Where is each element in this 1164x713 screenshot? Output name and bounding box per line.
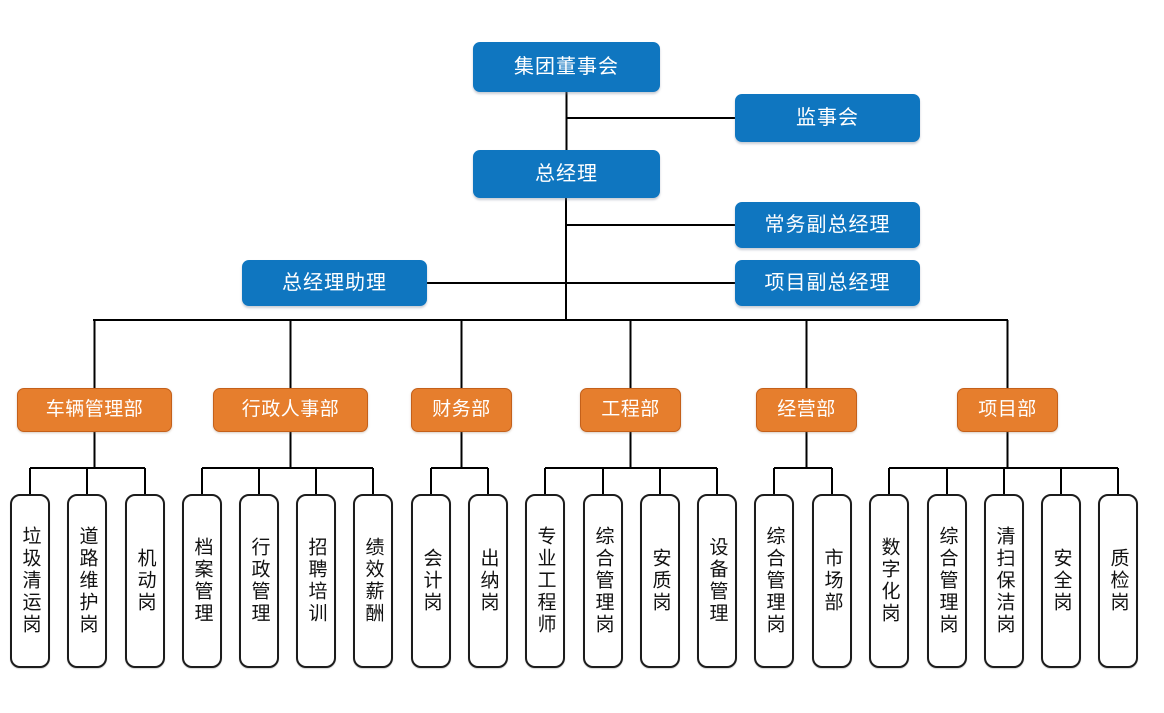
- node-position-operations-0[interactable]: 综合管理岗: [754, 494, 794, 668]
- node-position-admin-hr-1[interactable]: 行政管理: [239, 494, 279, 668]
- node-label: 行政管理: [248, 537, 270, 625]
- node-department-vehicle-management[interactable]: 车辆管理部: [17, 388, 172, 432]
- node-label: 综合管理岗: [936, 526, 958, 636]
- node-position-vehicle-management-1[interactable]: 道路维护岗: [67, 494, 107, 668]
- node-position-project-3[interactable]: 安全岗: [1041, 494, 1081, 668]
- node-label: 绩效薪酬: [362, 537, 384, 625]
- node-label: 机动岗: [134, 548, 156, 614]
- node-position-admin-hr-2[interactable]: 招聘培训: [296, 494, 336, 668]
- node-project-vice-president[interactable]: 项目副总经理: [735, 260, 920, 306]
- node-label: 车辆管理部: [45, 399, 144, 421]
- node-department-finance[interactable]: 财务部: [411, 388, 512, 432]
- node-department-engineering[interactable]: 工程部: [580, 388, 681, 432]
- node-label: 工程部: [601, 399, 660, 421]
- node-position-vehicle-management-2[interactable]: 机动岗: [125, 494, 165, 668]
- node-label: 数字化岗: [878, 537, 900, 625]
- node-label: 质检岗: [1107, 548, 1129, 614]
- node-department-admin-hr[interactable]: 行政人事部: [213, 388, 368, 432]
- node-position-project-0[interactable]: 数字化岗: [869, 494, 909, 668]
- node-label: 经营部: [777, 399, 836, 421]
- node-gm-assistant[interactable]: 总经理助理: [242, 260, 427, 306]
- node-position-project-1[interactable]: 综合管理岗: [927, 494, 967, 668]
- node-executive-vice-president[interactable]: 常务副总经理: [735, 202, 920, 248]
- node-supervisory-board[interactable]: 监事会: [735, 94, 920, 142]
- node-label: 会计岗: [420, 548, 442, 614]
- node-position-project-4[interactable]: 质检岗: [1098, 494, 1138, 668]
- node-label: 专业工程师: [534, 526, 556, 636]
- node-label: 集团董事会: [514, 55, 619, 78]
- node-label: 出纳岗: [477, 548, 499, 614]
- node-label: 总经理: [535, 162, 598, 185]
- node-label: 安全岗: [1050, 548, 1072, 614]
- node-position-vehicle-management-0[interactable]: 垃圾清运岗: [10, 494, 50, 668]
- node-position-finance-1[interactable]: 出纳岗: [468, 494, 508, 668]
- node-position-engineering-0[interactable]: 专业工程师: [525, 494, 565, 668]
- node-position-admin-hr-0[interactable]: 档案管理: [182, 494, 222, 668]
- node-label: 设备管理: [706, 537, 728, 625]
- node-label: 档案管理: [191, 537, 213, 625]
- node-label: 财务部: [432, 399, 491, 421]
- node-position-engineering-3[interactable]: 设备管理: [697, 494, 737, 668]
- node-position-engineering-2[interactable]: 安质岗: [640, 494, 680, 668]
- node-label: 总经理助理: [282, 271, 387, 294]
- node-label: 招聘培训: [305, 537, 327, 625]
- node-label: 安质岗: [649, 548, 671, 614]
- node-department-project[interactable]: 项目部: [957, 388, 1058, 432]
- node-position-admin-hr-3[interactable]: 绩效薪酬: [353, 494, 393, 668]
- node-label: 道路维护岗: [76, 526, 98, 636]
- node-label: 清扫保洁岗: [993, 526, 1015, 636]
- node-general-manager[interactable]: 总经理: [473, 150, 660, 198]
- node-label: 行政人事部: [241, 399, 340, 421]
- node-label: 综合管理岗: [763, 526, 785, 636]
- node-label: 项目部: [978, 399, 1037, 421]
- node-position-operations-1[interactable]: 市场部: [812, 494, 852, 668]
- node-label: 垃圾清运岗: [19, 526, 41, 636]
- node-department-operations[interactable]: 经营部: [756, 388, 857, 432]
- node-label: 综合管理岗: [592, 526, 614, 636]
- node-group-board[interactable]: 集团董事会: [473, 42, 660, 92]
- node-position-finance-0[interactable]: 会计岗: [411, 494, 451, 668]
- node-label: 常务副总经理: [764, 213, 891, 236]
- node-label: 市场部: [821, 548, 843, 614]
- node-position-engineering-1[interactable]: 综合管理岗: [583, 494, 623, 668]
- node-label: 项目副总经理: [764, 271, 891, 294]
- node-position-project-2[interactable]: 清扫保洁岗: [984, 494, 1024, 668]
- node-label: 监事会: [796, 106, 859, 129]
